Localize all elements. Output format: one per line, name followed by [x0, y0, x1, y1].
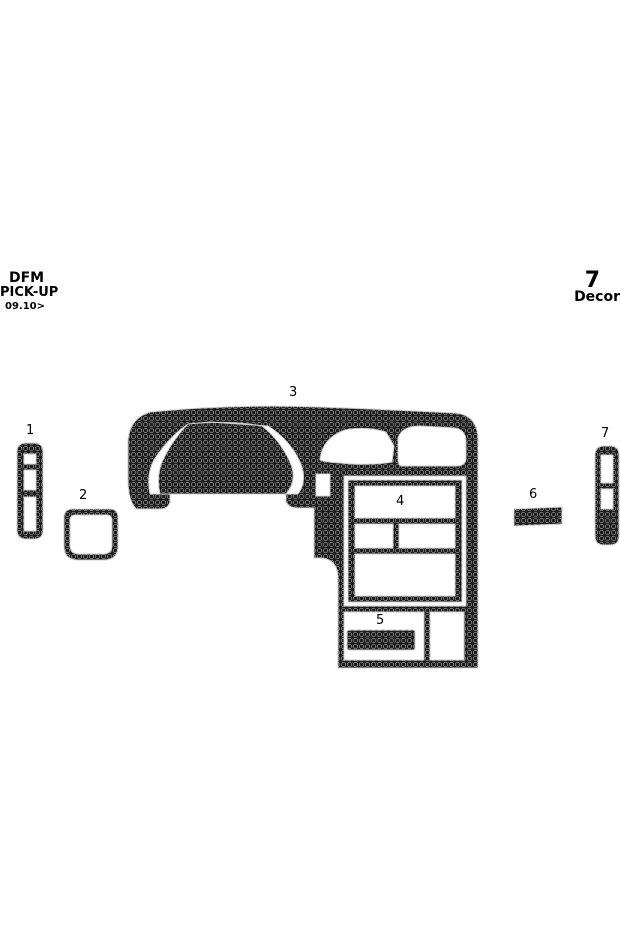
- vehicle-make: DFM: [9, 270, 45, 286]
- part-number-6: 6: [529, 487, 538, 502]
- part-6-strip: [513, 506, 563, 527]
- model-date: 09.10>: [5, 301, 46, 312]
- part-number-5: 5: [376, 613, 385, 628]
- piece-count: 7: [584, 268, 600, 293]
- part-number-1: 1: [26, 423, 35, 438]
- part-7-switch-strip: [594, 445, 620, 546]
- part-4-console-frame: [347, 479, 463, 603]
- part-number-2: 2: [79, 488, 88, 503]
- part-3-dashboard-frame: [127, 405, 479, 669]
- part-number-7: 7: [601, 426, 610, 441]
- part-number-3: 3: [289, 385, 298, 400]
- vehicle-model: PICK-UP: [0, 285, 59, 300]
- part-2-knob-frame: [63, 508, 119, 561]
- part-5-insert: [346, 629, 416, 651]
- kit-type-label: Decor: [574, 289, 620, 305]
- part-number-4: 4: [396, 494, 405, 509]
- part-1-switch-strip: [16, 442, 44, 540]
